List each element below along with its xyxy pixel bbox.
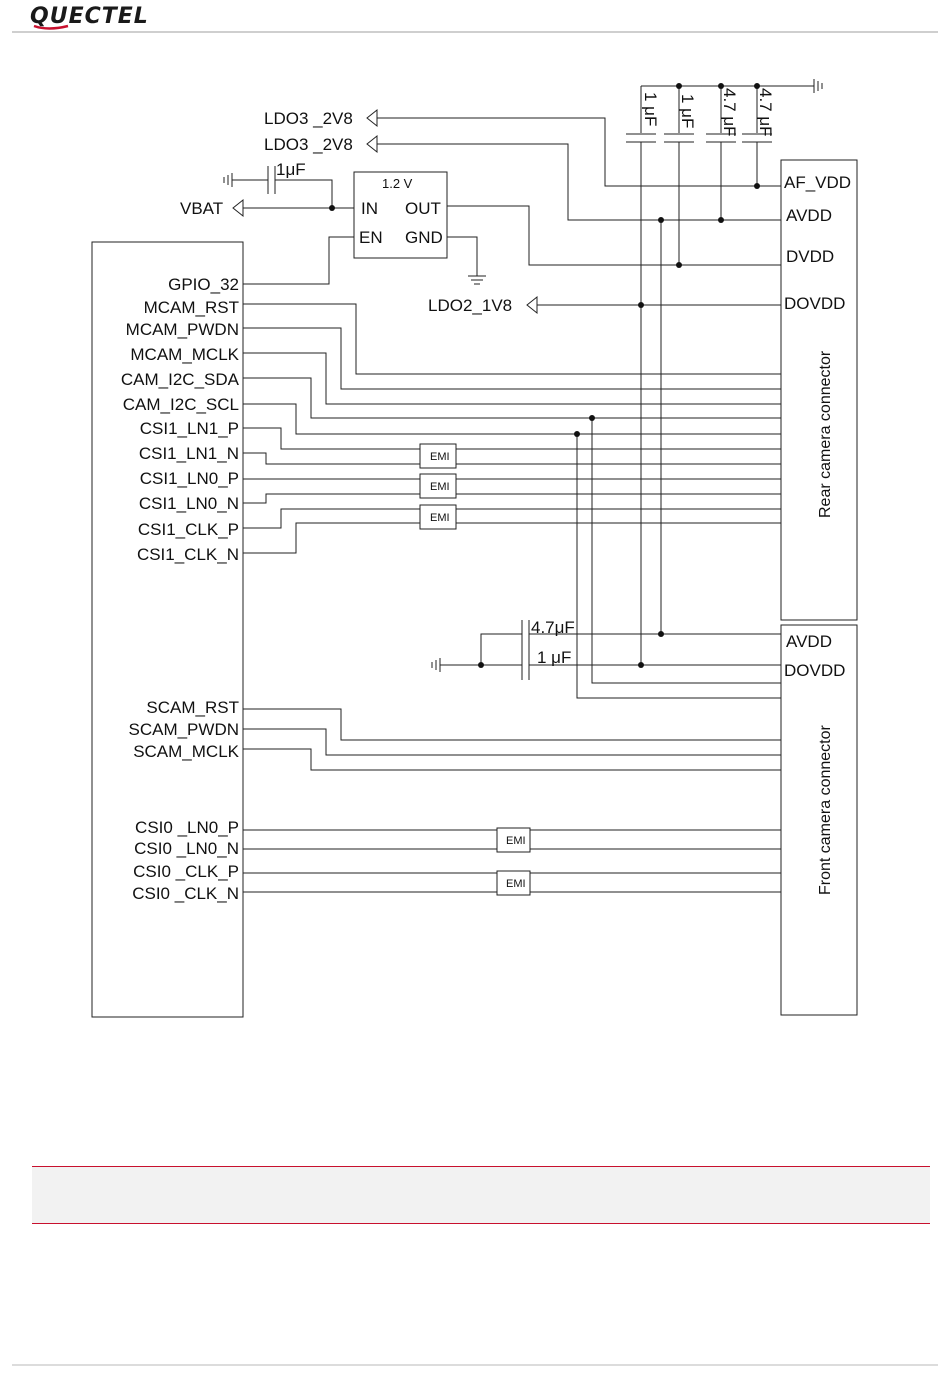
scam-rst-net xyxy=(243,708,781,741)
cam-i2c-sda-net xyxy=(243,377,781,419)
rear-pin-avdd: AVDD xyxy=(786,206,832,225)
emi-label: EMI xyxy=(506,878,526,890)
csi1-ln0-n-net xyxy=(243,493,781,504)
csi1-ln1-n-net xyxy=(243,452,781,465)
footer-rule xyxy=(12,1364,938,1366)
pin-label: MCAM_PWDN xyxy=(126,320,239,339)
ldo3-b-arrow xyxy=(366,134,378,154)
pin-label: CSI0 _CLK_N xyxy=(132,884,239,903)
front-pin-avdd: AVDD xyxy=(786,632,832,651)
emi-label: EMI xyxy=(430,451,450,463)
front-connector-title: Front camera connector xyxy=(817,724,834,895)
rear-pin-af-vdd: AF_VDD xyxy=(784,173,851,192)
csi1-clk-n-net xyxy=(243,522,781,554)
regulator-gnd-pin: GND xyxy=(405,228,443,247)
gpio32-en-net xyxy=(243,236,354,285)
emi-filter-csi0-clk xyxy=(496,870,531,896)
note-box xyxy=(32,1166,930,1224)
junction-dots xyxy=(329,83,760,668)
regulator-gnd-net xyxy=(447,236,478,276)
ldo2-arrow xyxy=(526,295,538,315)
ldo2-label: LDO2_1V8 xyxy=(428,296,512,315)
logo-swoosh xyxy=(33,24,69,30)
pin-label: CSI0 _LN0_N xyxy=(134,839,239,858)
header-rule xyxy=(12,31,938,33)
rear-connector-box xyxy=(780,159,858,621)
emi-label: EMI xyxy=(430,481,450,493)
emi-label: EMI xyxy=(430,512,450,524)
front-pin-dovdd: DOVDD xyxy=(784,661,845,680)
top-cap-3-label: 4.7 μF xyxy=(720,88,739,137)
pin-label: SCAM_PWDN xyxy=(128,720,239,739)
front-connector-box xyxy=(780,624,858,1016)
shared-i2c-scl-branch xyxy=(576,434,781,699)
regulator-out-net xyxy=(447,205,781,266)
ldo3-label: LDO3 _2V8 xyxy=(264,135,353,154)
pin-label: MCAM_MCLK xyxy=(130,345,239,364)
logo-text: QUECTEL xyxy=(30,4,149,29)
shared-i2c-sda-branch xyxy=(591,418,781,684)
csi1-clk-p-net xyxy=(243,508,781,529)
top-cap-4-label: 4.7 μF xyxy=(756,88,775,137)
scam-pwdn-net xyxy=(243,728,781,756)
top-cap-1-label: 1 μF xyxy=(641,92,660,126)
rear-connector-title: Rear camera connector xyxy=(817,350,834,518)
module-box xyxy=(91,241,244,1018)
top-capacitor-plates xyxy=(626,133,772,143)
mcam-mclk-net xyxy=(243,352,781,405)
vbat-arrow xyxy=(232,198,244,218)
regulator-in-pin: IN xyxy=(361,199,378,218)
regulator-box xyxy=(353,171,448,259)
pin-label: SCAM_MCLK xyxy=(133,742,239,761)
rear-pin-dvdd: DVDD xyxy=(786,247,834,266)
rear-pin-dovdd: DOVDD xyxy=(784,294,845,313)
emi-filter-csi0-ln0 xyxy=(496,827,531,853)
pin-label: CAM_I2C_SCL xyxy=(123,395,239,414)
regulator-en-pin: EN xyxy=(359,228,383,247)
pin-label: CSI1_LN1_P xyxy=(140,419,239,438)
quectel-logo: QUECTEL xyxy=(30,4,149,30)
regulator-out-pin: OUT xyxy=(405,199,441,218)
pin-label: CSI1_LN0_N xyxy=(139,494,239,513)
pin-label: CSI0 _CLK_P xyxy=(133,862,239,881)
mcam-rst-net xyxy=(243,303,781,375)
pin-label: CAM_I2C_SDA xyxy=(121,370,240,389)
pin-label: CSI0 _LN0_P xyxy=(135,818,239,837)
emi-filter-csi1-ln0 xyxy=(419,473,457,499)
vbat-cap-label: 1μF xyxy=(276,160,306,179)
pin-label: CSI1_LN1_N xyxy=(139,444,239,463)
pin-label: CSI1_LN0_P xyxy=(140,469,239,488)
regulator-title: 1.2 V xyxy=(382,176,413,191)
pin-label: SCAM_RST xyxy=(146,698,239,717)
pin-label: CSI1_CLK_N xyxy=(137,545,239,564)
mcam-pwdn-net xyxy=(243,327,781,390)
ldo3-label: LDO3 _2V8 xyxy=(264,109,353,128)
front-cap-2-label: 1 μF xyxy=(537,648,571,667)
cam-i2c-scl-net xyxy=(243,403,781,435)
pin-label: CSI1_CLK_P xyxy=(138,520,239,539)
emi-label: EMI xyxy=(506,835,526,847)
front-cap-1-label: 4.7μF xyxy=(531,618,575,637)
pin-label: GPIO_32 xyxy=(168,275,239,294)
csi1-ln1-p-net xyxy=(243,427,781,450)
vbat-label: VBAT xyxy=(180,199,223,218)
camera-interface-schematic: EMI EMI EMI EMI EMI LDO3 _2V8 LDO3 _2V8 … xyxy=(91,79,858,1018)
emi-filter-csi1-clk xyxy=(419,504,457,530)
ldo3-a-net xyxy=(377,117,781,187)
emi-filter-csi1-ln1 xyxy=(419,443,457,469)
ldo3-b-net xyxy=(377,143,781,221)
pin-label: MCAM_RST xyxy=(144,298,239,317)
ldo3-a-arrow xyxy=(366,108,378,128)
scam-mclk-net xyxy=(243,748,781,771)
top-cap-2-label: 1 μF xyxy=(678,94,697,128)
